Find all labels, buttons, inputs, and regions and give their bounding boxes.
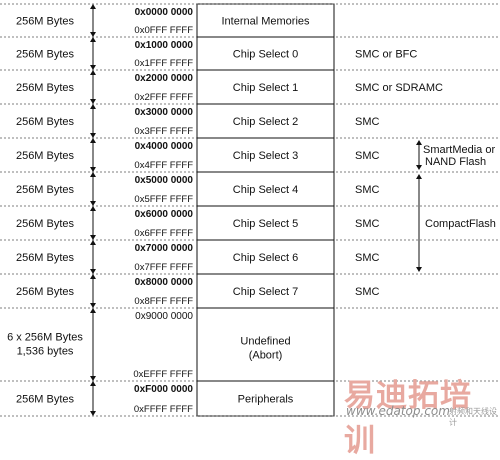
size-arrow-head-down [90, 99, 96, 104]
row-start-address: 0x2000 0000 [135, 73, 194, 84]
row-end-address: 0x5FFF FFFF [134, 194, 193, 205]
size-arrow-head-up [90, 240, 96, 245]
memory-map-diagram: 256M Bytes 0x0000 0000 0x0FFF FFFF Internal… [0, 3, 500, 417]
controller-note: SMC [355, 150, 380, 162]
region-label: Internal Memories [221, 16, 310, 28]
row-start-address: 0x3000 0000 [135, 107, 194, 118]
row-size-label: 256M Bytes [16, 49, 75, 61]
size-arrow-head-down [90, 133, 96, 138]
region-label: (Abort) [249, 350, 283, 362]
size-arrow-head-down [90, 303, 96, 308]
size-arrow-head-down [90, 376, 96, 381]
controller-note: SMC [355, 218, 380, 230]
size-arrow-head-up [90, 138, 96, 143]
memory-box [196, 3, 335, 417]
row-end-address: 0xFFFF FFFF [134, 404, 193, 415]
size-arrow-head-up [90, 104, 96, 109]
compactflash-arrow-head-up [416, 174, 422, 179]
region-label: Chip Select 4 [233, 184, 298, 196]
row-size-label: 256M Bytes [16, 218, 75, 230]
smartmedia-arrow-head-up [416, 140, 422, 145]
memory-map-svg: 256M Bytes 0x0000 0000 0x0FFF FFFF Internal… [0, 3, 500, 417]
row-start-address: 0x8000 0000 [135, 277, 194, 288]
row-size-label: 256M Bytes [16, 394, 75, 406]
row-size-label: 1,536 bytes [17, 346, 74, 358]
size-arrow-head-down [90, 201, 96, 206]
size-arrow-head-up [90, 172, 96, 177]
row-end-address: 0x6FFF FFFF [134, 228, 193, 239]
region-label: Chip Select 0 [233, 49, 298, 61]
size-arrow-head-up [90, 4, 96, 9]
size-arrow-head-down [90, 32, 96, 37]
region-label: Chip Select 3 [233, 150, 298, 162]
row-start-address: 0x5000 0000 [135, 175, 194, 186]
row-start-address: 0xF000 0000 [134, 384, 193, 395]
controller-note: SMC or SDRAMC [355, 82, 443, 94]
controller-note: SMC [355, 116, 380, 128]
watermark-subtitle: 射频和天线设计 [449, 407, 497, 427]
controller-note: SMC [355, 184, 380, 196]
row-size-label: 256M Bytes [16, 184, 75, 196]
row-start-address: 0x0000 0000 [135, 7, 194, 18]
size-arrow-head-up [90, 70, 96, 75]
row-end-address: 0x4FFF FFFF [134, 160, 193, 171]
size-arrow-head-down [90, 269, 96, 274]
nand-flash-label: NAND Flash [425, 156, 486, 168]
controller-note: SMC [355, 286, 380, 298]
compactflash-label: CompactFlash [425, 218, 496, 230]
row-end-address: 0x7FFF FFFF [134, 262, 193, 273]
region-label: Chip Select 5 [233, 218, 298, 230]
size-arrow-head-down [90, 65, 96, 70]
row-size-label: 256M Bytes [16, 82, 75, 94]
row-end-address: 0x8FFF FFFF [134, 296, 193, 307]
region-label: Chip Select 6 [233, 252, 298, 264]
size-arrow-head-up [90, 274, 96, 279]
row-start-address: 0x4000 0000 [135, 141, 194, 152]
row-end-address: 0x2FFF FFFF [134, 92, 193, 103]
size-arrow-head-up [90, 37, 96, 42]
row-size-label: 6 x 256M Bytes [7, 332, 83, 344]
row-end-address: 0x1FFF FFFF [134, 58, 193, 69]
smartmedia-arrow-head-down [416, 165, 422, 170]
size-arrow-head-up [90, 206, 96, 211]
region-label: Peripherals [238, 394, 294, 406]
region-label: Chip Select 7 [233, 286, 298, 298]
controller-note: SMC [355, 252, 380, 264]
row-start-address: 0x7000 0000 [135, 243, 194, 254]
row-start-address: 0x6000 0000 [135, 209, 194, 220]
watermark-site: www.edatop.com [346, 404, 450, 418]
row-start-address: 0x1000 0000 [135, 40, 194, 51]
size-arrow-head-up [90, 381, 96, 386]
controller-note: SMC or BFC [355, 49, 417, 61]
size-arrow-head-down [90, 411, 96, 416]
row-size-label: 256M Bytes [16, 150, 75, 162]
region-label: Chip Select 1 [233, 82, 298, 94]
region-label: Undefined [240, 336, 290, 348]
row-end-address: 0x0FFF FFFF [134, 25, 193, 36]
region-label: Chip Select 2 [233, 116, 298, 128]
row-size-label: 256M Bytes [16, 286, 75, 298]
row-size-label: 256M Bytes [16, 252, 75, 264]
size-arrow-head-up [90, 308, 96, 313]
row-start-address: 0x9000 0000 [135, 311, 193, 322]
smartmedia-label: SmartMedia or [423, 144, 495, 156]
row-size-label: 256M Bytes [16, 16, 75, 28]
size-arrow-head-down [90, 167, 96, 172]
row-end-address: 0x3FFF FFFF [134, 126, 193, 137]
size-arrow-head-down [90, 235, 96, 240]
compactflash-arrow-head-down [416, 267, 422, 272]
row-end-address: 0xEFFF FFFF [133, 369, 193, 380]
row-size-label: 256M Bytes [16, 116, 75, 128]
